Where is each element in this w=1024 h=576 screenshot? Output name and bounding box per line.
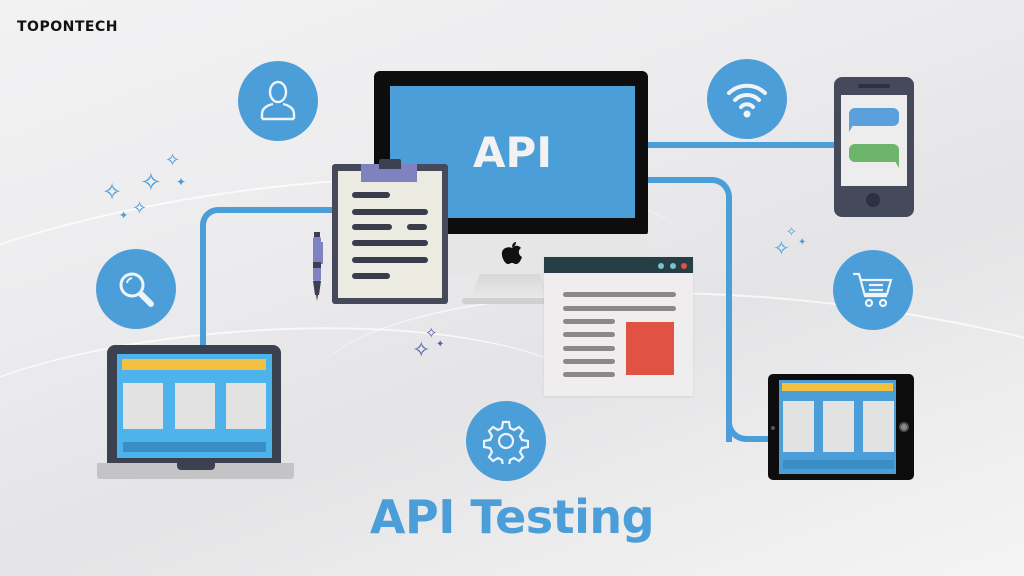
content-panel xyxy=(175,383,215,429)
content-panel xyxy=(226,383,266,429)
connector-line xyxy=(200,207,340,352)
clipboard-clip-tab xyxy=(379,159,401,169)
text-line xyxy=(352,240,428,246)
text-line xyxy=(352,209,428,215)
sparkle-icon: ✧ xyxy=(102,178,123,206)
sparkle-icon: ✧ xyxy=(140,168,162,198)
user-icon xyxy=(260,80,296,121)
text-line xyxy=(563,306,676,311)
sparkle-icon: ✧ xyxy=(773,236,790,260)
connector-line xyxy=(646,177,732,442)
laptop-base xyxy=(97,463,294,479)
chat-bubble-tail xyxy=(893,158,899,168)
text-line xyxy=(407,224,427,230)
text-line xyxy=(563,332,615,337)
sparkle-icon: ✦ xyxy=(798,237,807,248)
text-line xyxy=(352,273,390,279)
user-circle xyxy=(238,61,318,141)
text-line xyxy=(352,192,390,198)
phone-speaker xyxy=(858,84,890,88)
wifi-circle xyxy=(707,59,787,139)
tablet-home-button xyxy=(899,422,909,432)
wifi-icon xyxy=(727,83,767,118)
connector-line xyxy=(726,410,774,442)
settings-circle xyxy=(466,401,546,481)
search-icon xyxy=(119,272,154,307)
content-panel xyxy=(123,383,163,429)
cart-circle xyxy=(833,250,913,330)
chat-bubble xyxy=(849,144,899,162)
monitor-base xyxy=(462,298,558,304)
search-circle xyxy=(96,249,176,329)
image-placeholder xyxy=(626,322,674,375)
monitor-screen-text: API xyxy=(473,127,552,177)
connector-line xyxy=(646,142,836,148)
pen-icon xyxy=(312,232,324,304)
page-title: API Testing xyxy=(369,490,655,544)
window-dot xyxy=(658,263,664,269)
text-line xyxy=(563,359,615,364)
sparkle-icon: ✦ xyxy=(119,209,129,222)
footer-bar xyxy=(783,460,894,469)
sparkle-icon: ✧ xyxy=(786,225,797,240)
sparkle-icon: ✧ xyxy=(132,198,148,219)
phone-home-button xyxy=(866,193,880,207)
text-line xyxy=(563,319,615,324)
sparkle-icon: ✦ xyxy=(436,339,445,350)
header-bar xyxy=(122,359,266,370)
tablet-camera xyxy=(771,426,775,430)
sparkle-icon: ✧ xyxy=(412,338,431,363)
brand-logo: TOPONTECH xyxy=(17,19,118,35)
browser-titlebar xyxy=(544,257,693,273)
gear-icon xyxy=(483,420,529,464)
content-panel xyxy=(863,401,894,452)
window-dot xyxy=(670,263,676,269)
text-line xyxy=(563,372,615,377)
sparkle-icon: ✦ xyxy=(176,175,187,189)
footer-bar xyxy=(123,442,266,452)
window-close-dot xyxy=(681,263,687,269)
laptop-notch xyxy=(177,463,215,470)
text-line xyxy=(352,257,428,263)
chat-bubble xyxy=(849,108,899,126)
apple-icon xyxy=(501,240,523,266)
clipboard-clip xyxy=(361,164,417,182)
chat-bubble-tail xyxy=(849,122,855,132)
text-line xyxy=(563,292,676,297)
content-panel xyxy=(823,401,854,452)
header-bar xyxy=(782,383,893,391)
content-panel xyxy=(783,401,814,452)
sparkle-icon: ✧ xyxy=(425,324,438,342)
text-line xyxy=(352,224,392,230)
shopping-cart-icon xyxy=(853,272,893,308)
sparkle-icon: ✧ xyxy=(165,150,181,171)
monitor-stand xyxy=(470,274,550,300)
text-line xyxy=(563,346,615,351)
